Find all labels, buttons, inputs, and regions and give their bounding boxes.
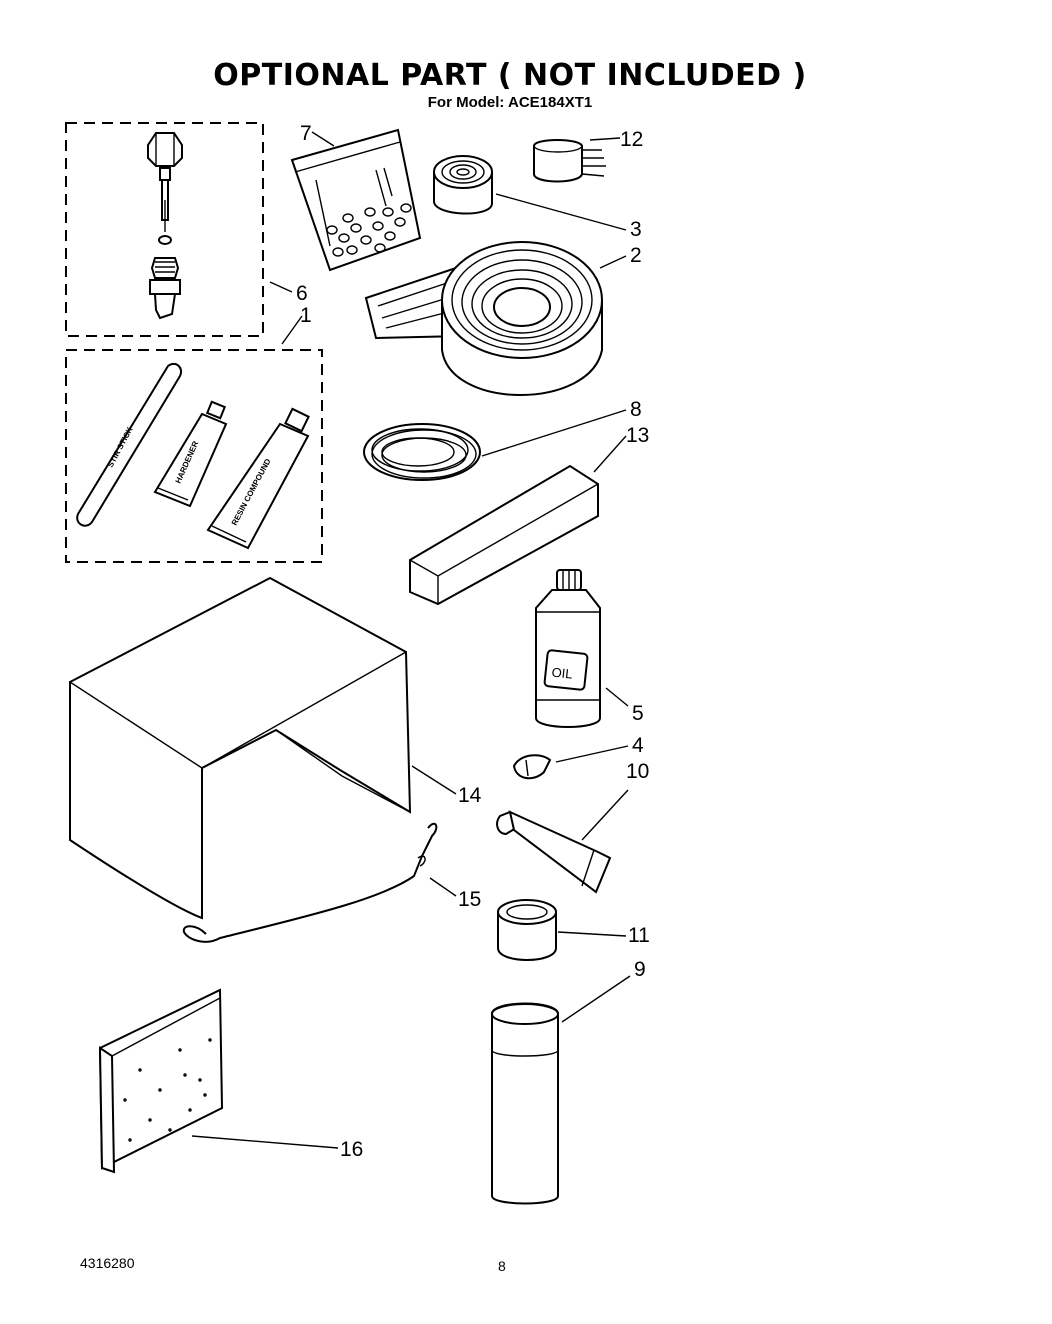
leader-lines (191, 131, 631, 1149)
can-icon (497, 899, 557, 961)
drawstring-cord-icon (182, 822, 438, 943)
valve-part-icon (147, 132, 183, 320)
model-subtitle: For Model: ACE184XT1 (427, 94, 593, 111)
callout-7: 7 (300, 122, 312, 145)
page-title: OPTIONAL PART ( NOT INCLUDED ) (213, 58, 807, 93)
filter-pad-icon (98, 988, 224, 1174)
sealant-tube-icon (496, 810, 612, 894)
callout-4: 4 (632, 734, 644, 757)
callout-2: 2 (630, 244, 642, 267)
callout-8: 8 (630, 398, 642, 421)
document-number: 4316280 (80, 1255, 135, 1271)
coiled-cord-icon (363, 423, 481, 481)
callout-11: 11 (628, 924, 650, 947)
oil-label: OIL (551, 665, 573, 682)
capsule-icon (512, 754, 552, 780)
foam-block-icon (409, 464, 599, 606)
callout-5: 5 (632, 702, 644, 725)
callout-12: 12 (620, 128, 643, 151)
resin-compound-tube-icon: RESIN COMPOUND (206, 407, 310, 550)
tape-strip-icon (533, 139, 606, 183)
valve-kit-box (65, 122, 264, 337)
callout-14: 14 (458, 784, 482, 807)
page-number: 8 (498, 1258, 506, 1274)
hardener-tube-icon: HARDENER (153, 400, 228, 508)
callout-16: 16 (340, 1138, 363, 1161)
large-foam-tape-roll-icon (364, 241, 603, 396)
unit-cover-icon (69, 576, 412, 920)
callout-15: 15 (458, 888, 481, 911)
spray-can-icon (491, 1002, 559, 1205)
epoxy-kit-box: STIR STICK HARDENER RESIN COMPOUND (65, 349, 323, 563)
callout-1: 1 (300, 304, 312, 327)
callout-13: 13 (626, 424, 649, 447)
callout-10: 10 (626, 760, 649, 783)
callout-9: 9 (634, 958, 646, 981)
callout-3: 3 (630, 218, 642, 241)
stir-stick-icon: STIR STICK (76, 362, 182, 527)
grommet-bag-icon (290, 128, 422, 272)
callout-6: 6 (296, 282, 308, 305)
small-tape-roll-icon (433, 155, 493, 215)
oil-bottle-icon: OIL (535, 569, 601, 728)
